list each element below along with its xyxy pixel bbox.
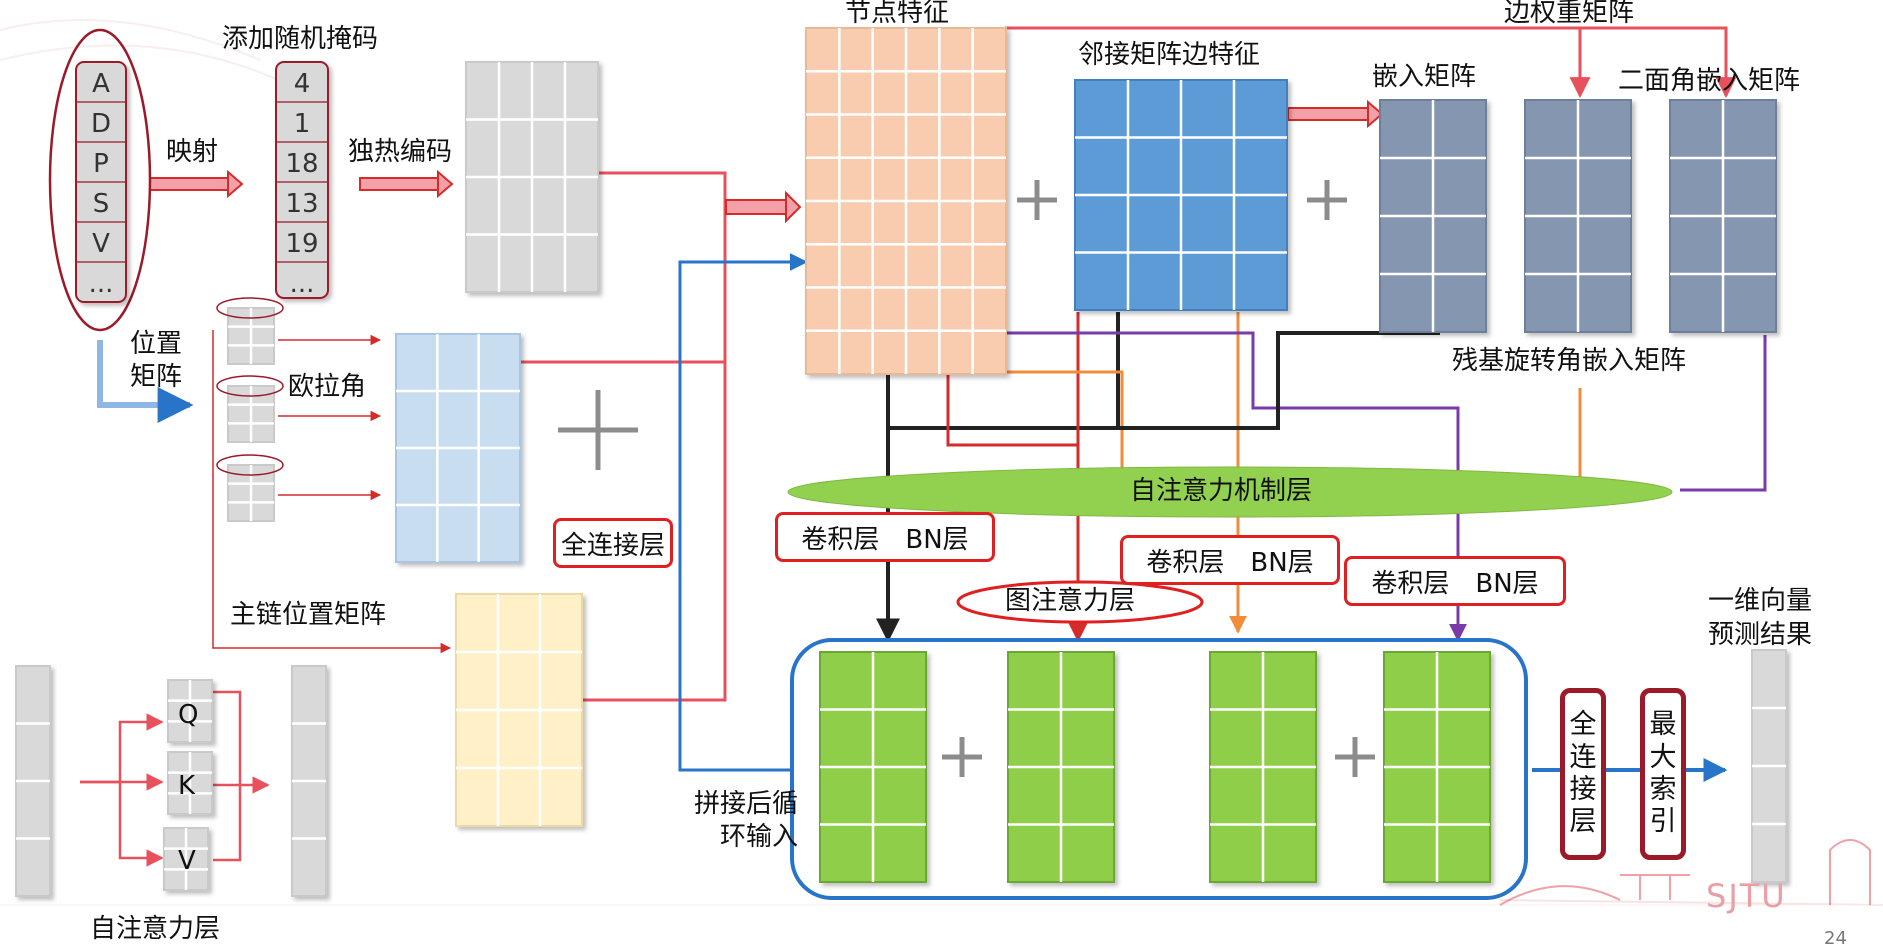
euler-mini-grid: [216, 454, 284, 522]
edge-weight-matrix: [1524, 99, 1632, 333]
conv-bn-box-3: 卷积层 BN层: [1344, 556, 1566, 606]
mapped-number: 1: [294, 109, 311, 139]
max-index-box: 最大索引: [1640, 688, 1686, 860]
fat-arrows: [149, 99, 1384, 224]
max-index-char: 最: [1649, 709, 1677, 741]
graph-attention-label: 图注意力层: [1005, 586, 1136, 616]
residue-rotation-label: 残基旋转角嵌入矩阵: [1452, 346, 1687, 376]
mapped-number: 4: [294, 69, 311, 99]
sequence-letter: A: [92, 69, 110, 99]
plus-euler-large: [558, 390, 638, 470]
graph-matrix-1: [819, 651, 927, 883]
self-attention-output: [291, 665, 327, 897]
conv-bn-box-1: 卷积层 BN层: [775, 512, 995, 562]
euler-angle-label: 欧拉角: [288, 372, 367, 402]
max-index-char: 索: [1649, 774, 1677, 805]
plus-graph-1: [942, 737, 982, 777]
fc-vertical-box: 全连接层: [1560, 688, 1606, 860]
euler-mini-grid: [216, 375, 284, 443]
k-label: K: [178, 771, 196, 801]
graph-attention-ellipse: [956, 580, 1204, 624]
sequence-cells: ADPSV...: [76, 69, 126, 299]
max-index-char: 大: [1649, 741, 1677, 773]
fc-char: 接: [1569, 774, 1597, 805]
mapped-cells: 4 1 18 13 19...: [276, 69, 328, 299]
to-node-arrow: [725, 190, 802, 224]
mapped-number: 18: [285, 149, 318, 179]
edge-weight-label: 边权重矩阵: [1504, 0, 1635, 28]
node-feature-label: 节点特征: [845, 0, 950, 28]
bn-label: BN层: [905, 524, 969, 555]
conv-label: 卷积层: [801, 524, 880, 555]
to-embed-arrow: [1287, 99, 1384, 129]
euler-mini-grid: [216, 297, 284, 365]
plus-signs: [558, 180, 1375, 777]
sequence-letter: V: [92, 229, 110, 259]
max-index-char: 引: [1649, 806, 1677, 838]
plus-graph-2: [1335, 737, 1375, 777]
qkv-grid: [163, 827, 209, 891]
sequence-letter: P: [93, 149, 109, 179]
mapping-arrow: [149, 169, 244, 199]
qkv-grid: [167, 751, 213, 815]
q-label: Q: [178, 700, 199, 730]
euler-mini-grids: [216, 297, 284, 522]
node-feature-matrix: [805, 27, 1007, 375]
page-number: 24: [1824, 928, 1847, 949]
bn-label: BN层: [1475, 568, 1539, 599]
background-decoration: [0, 19, 1883, 906]
onehot-arrow: [359, 169, 454, 199]
matrix-grids: [15, 27, 1787, 897]
v-label: V: [178, 846, 196, 876]
fc-char: 层: [1569, 806, 1597, 838]
adj-edge-feature-label: 邻接矩阵边特征: [1078, 40, 1261, 70]
position-matrix-label: 位置矩阵: [130, 329, 183, 392]
onehot-matrix: [465, 61, 599, 293]
prediction-label: 预测结果: [1708, 620, 1813, 650]
self-attention-mechanism: [787, 466, 1673, 518]
conv-label: 卷积层: [1371, 568, 1450, 599]
graph-matrix-3: [1209, 651, 1317, 883]
graph-block-container: [790, 638, 1528, 900]
self-attention-input: [15, 665, 51, 897]
one-dim-vector-label: 一维向量: [1708, 586, 1813, 616]
sequence-letter: S: [93, 189, 110, 219]
onehot-label: 独热编码: [348, 137, 453, 167]
dihedral-matrix: [1669, 99, 1777, 333]
conv-bn-box-2: 卷积层 BN层: [1120, 535, 1340, 585]
self-attention-mech-label: 自注意力机制层: [1130, 476, 1313, 506]
adj-edge-matrix: [1074, 79, 1288, 311]
sequence-letter: ...: [89, 269, 114, 299]
mapped-group: [275, 61, 329, 299]
main-chain-pos-label: 主链位置矩阵: [230, 600, 387, 630]
dihedral-embed-label: 二面角嵌入矩阵: [1618, 66, 1801, 96]
output-vector: [1751, 649, 1787, 883]
embed-matrix: [1379, 99, 1487, 333]
sequence-letter: D: [91, 109, 111, 139]
concat-loop-label: 拼接后循环输入: [693, 789, 798, 852]
mapped-number: 13: [285, 189, 318, 219]
plus-adj-embed: [1307, 180, 1347, 220]
watermark-text: SJTU: [1706, 877, 1787, 915]
add-mask-label: 添加随机掩码: [222, 24, 379, 54]
embed-matrix-label: 嵌入矩阵: [1372, 62, 1477, 92]
qkv-grid: [167, 679, 213, 743]
main-chain-matrix: [455, 593, 583, 827]
fc-layer-label: 全连接层: [553, 518, 673, 568]
mapping-label: 映射: [166, 137, 219, 167]
plus-node-adj: [1017, 180, 1057, 220]
fc-char: 全: [1569, 709, 1597, 741]
self-attention-layer-label: 自注意力层: [90, 914, 221, 944]
mapped-number: ...: [290, 269, 315, 299]
bn-label: BN层: [1250, 547, 1314, 578]
qkv-grids: [163, 679, 213, 891]
sjtu-watermark: [1499, 839, 1871, 906]
euler-matrix: [395, 333, 521, 563]
graph-matrix-2: [1007, 651, 1115, 883]
graph-matrix-4: [1383, 651, 1491, 883]
mapped-number: 19: [285, 229, 318, 259]
conv-label: 卷积层: [1146, 547, 1225, 578]
fc-char: 连: [1569, 741, 1597, 773]
